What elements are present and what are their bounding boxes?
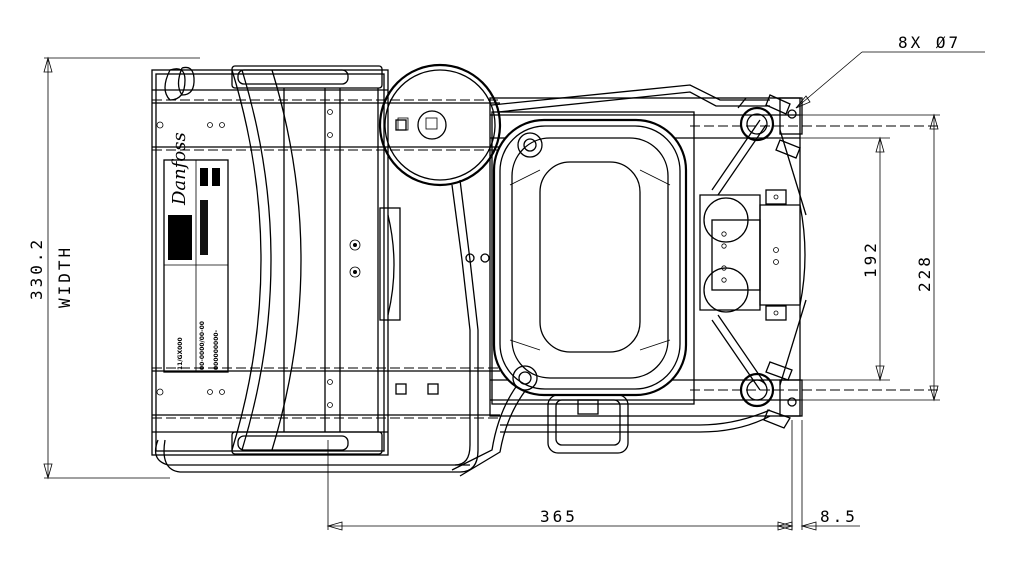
width-label: WIDTH [55, 245, 74, 308]
inner-height-value: 192 [861, 240, 880, 278]
length-value: 365 [540, 507, 578, 526]
mounting-grommets [711, 94, 807, 429]
base-plate [151, 69, 500, 456]
fan-disk [378, 63, 502, 187]
width-value: 330.2 [27, 237, 46, 300]
fan-bracket [349, 119, 439, 395]
nameplate-model: 11/GX000 [177, 337, 184, 370]
nameplate-line-1: 00-0000/00-00 [199, 321, 206, 370]
holes-callout: 8X Ø7 [898, 33, 961, 52]
relay-box [699, 189, 806, 321]
dimensions: 330.2 WIDTH 365 8.5 192 228 8X Ø7 [27, 33, 985, 531]
outer-height-value: 228 [915, 254, 934, 292]
offset-value: 8.5 [820, 507, 858, 526]
curved-feet [154, 65, 470, 473]
nameplate-line-2: 000000000- [213, 329, 220, 370]
nameplate-logo: Danfoss [169, 132, 190, 206]
nameplate: Danfoss 11/GX000 00-0000/00-00 000000000… [163, 132, 229, 373]
compressor [492, 118, 688, 454]
